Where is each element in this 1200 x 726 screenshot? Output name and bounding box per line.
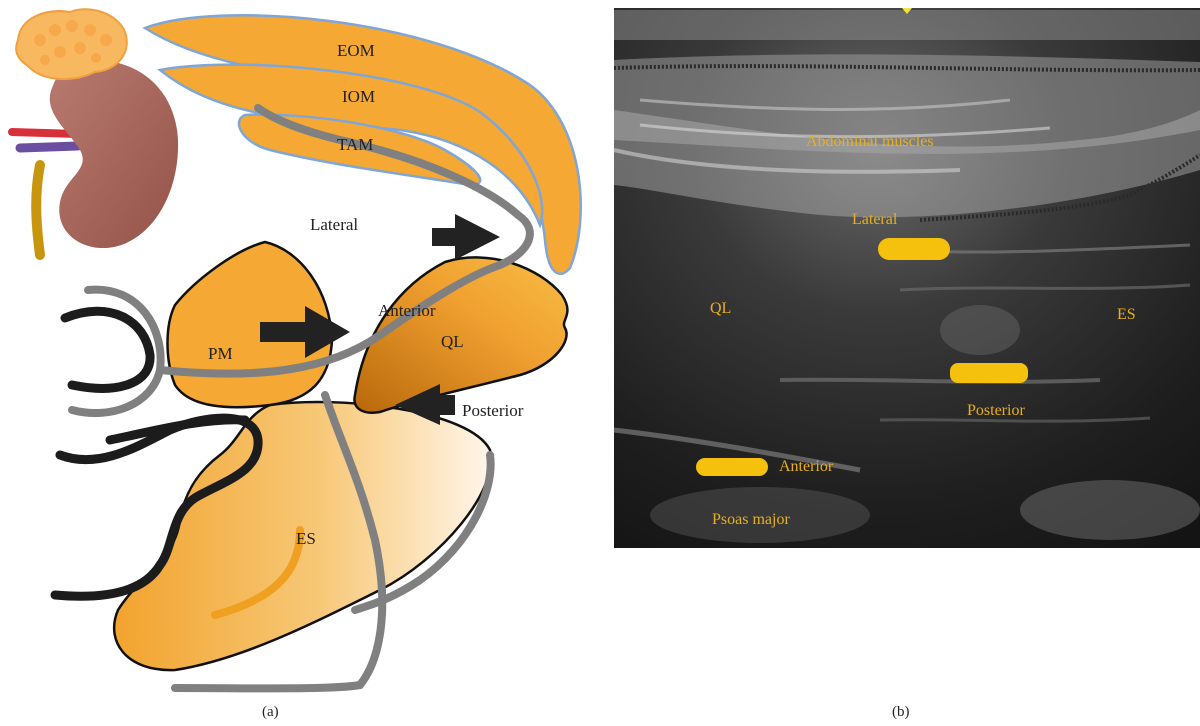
label-iom: IOM <box>342 87 375 106</box>
marker-posterior <box>950 363 1028 383</box>
ureter <box>36 165 40 255</box>
label-anterior-us: Anterior <box>779 458 834 475</box>
label-psoas-major: Psoas major <box>712 511 790 528</box>
marker-lateral <box>878 238 950 260</box>
label-lateral: Lateral <box>310 215 358 234</box>
panel-b-caption: (b) <box>892 704 910 720</box>
label-ql: QL <box>441 332 464 351</box>
label-ql-us: QL <box>710 300 731 317</box>
kidney-illustration <box>12 9 178 255</box>
panel-b-ultrasound: Abdominal muscles Lateral QL ES Posterio… <box>614 8 1200 548</box>
kidney <box>50 60 178 248</box>
panel-a-diagram: EOM IOM TAM Lateral Anterior PM QL Poste… <box>12 9 581 688</box>
label-lateral-us: Lateral <box>852 211 898 228</box>
vertebra-outline-small <box>110 420 245 440</box>
label-es-us: ES <box>1117 306 1136 323</box>
renal-vein <box>20 146 78 148</box>
label-es: ES <box>296 529 316 548</box>
label-eom: EOM <box>337 41 375 60</box>
label-abdominal-muscles: Abdominal muscles <box>806 133 934 150</box>
label-anterior: Anterior <box>378 301 436 320</box>
panel-a-caption: (a) <box>262 704 279 720</box>
label-posterior: Posterior <box>462 401 524 420</box>
label-posterior-us: Posterior <box>967 402 1025 419</box>
label-pm: PM <box>208 344 233 363</box>
vertebra-outline-upper <box>65 311 150 388</box>
lateral-arrow <box>432 214 500 260</box>
label-tam: TAM <box>337 135 373 154</box>
marker-anterior <box>696 458 768 476</box>
